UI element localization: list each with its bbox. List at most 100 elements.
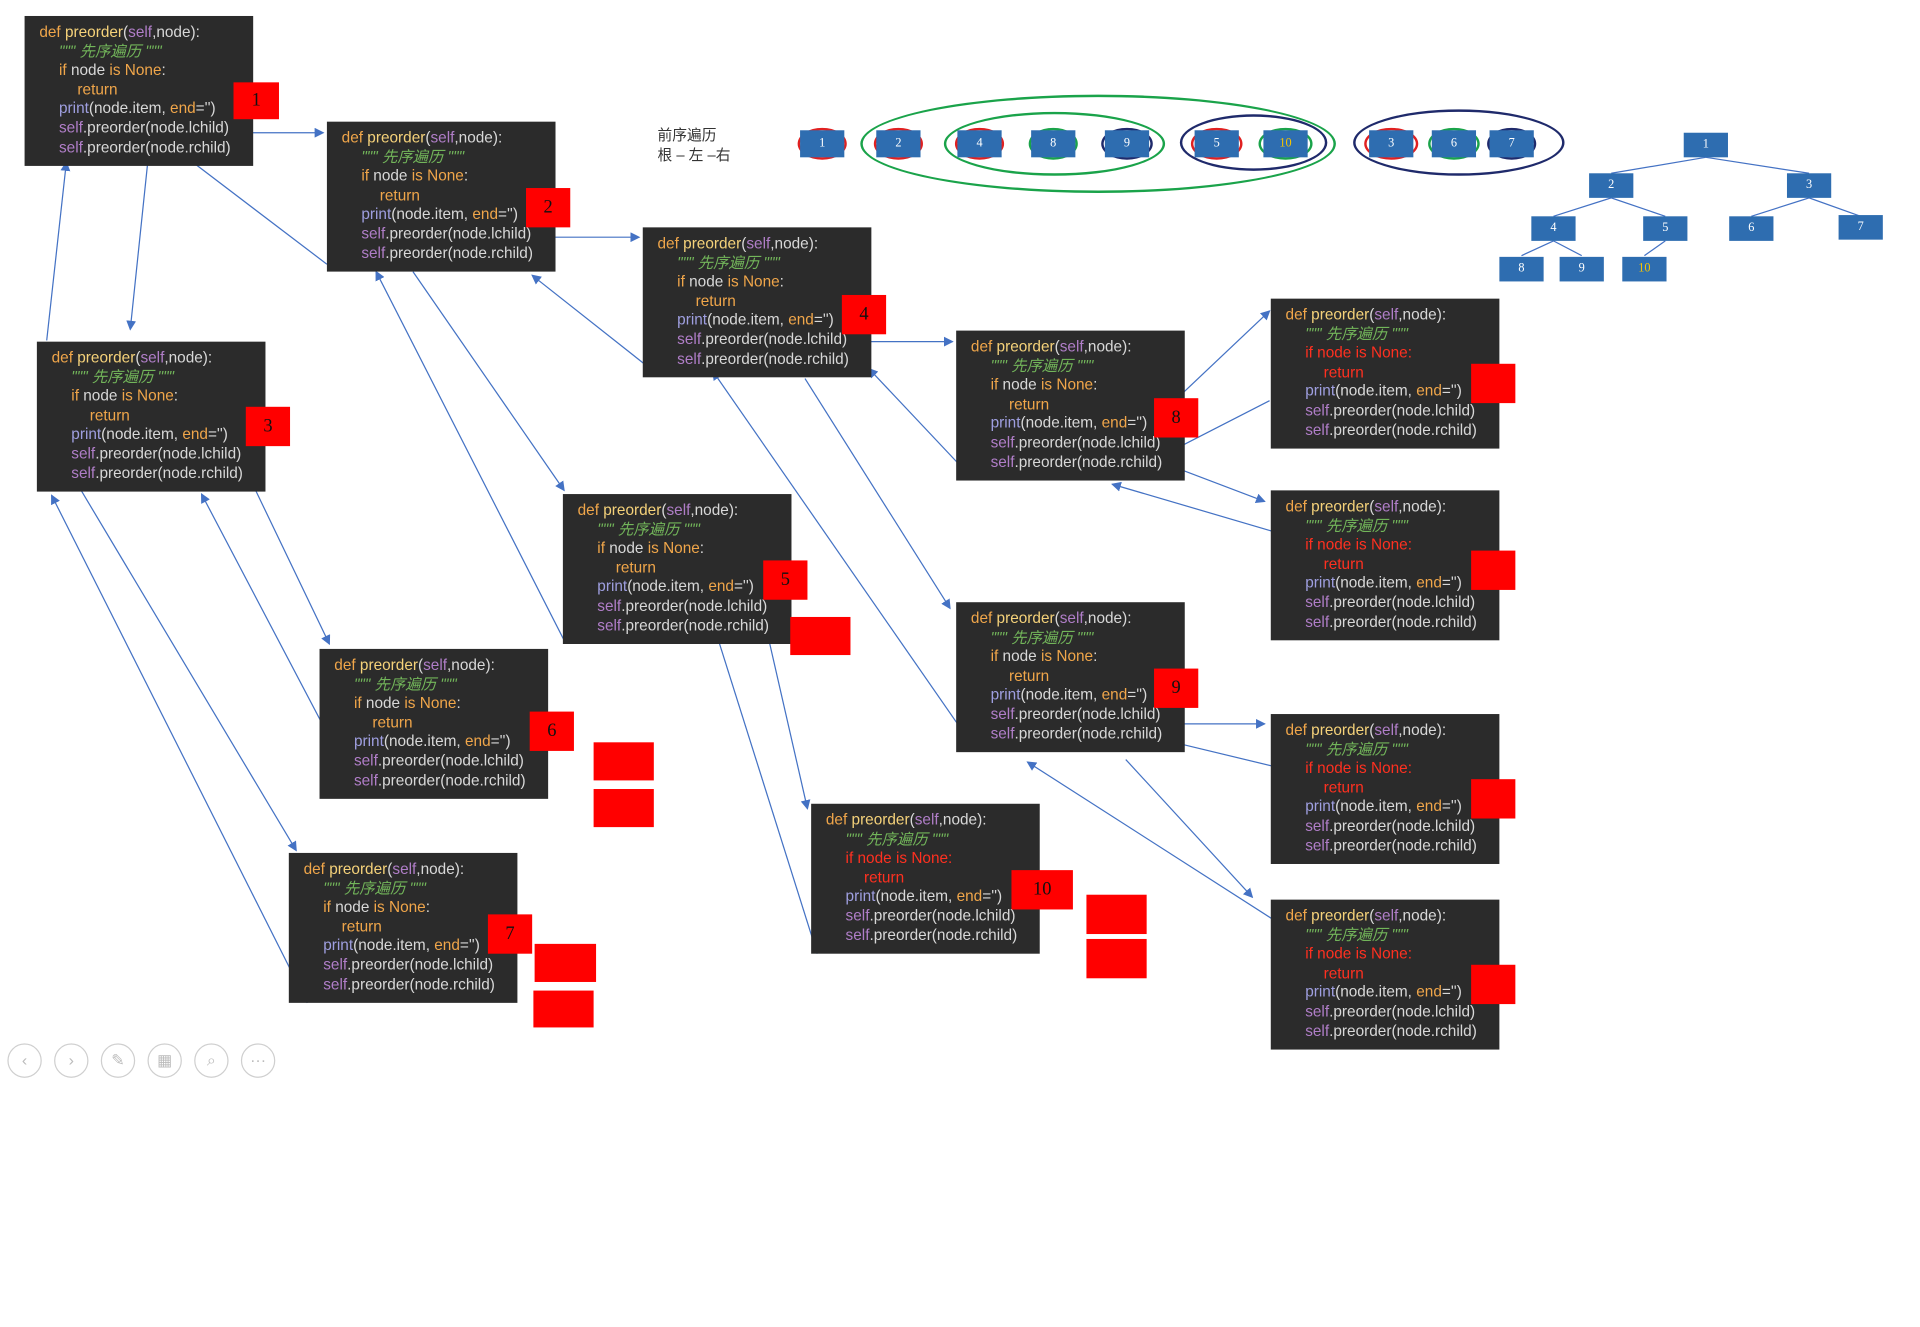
code-token: preorder(node.rchild) bbox=[351, 975, 495, 993]
code-token: end bbox=[708, 578, 734, 596]
code-line-print: print(node.item, end='') bbox=[1286, 984, 1500, 1003]
code-token: ='') bbox=[1127, 686, 1148, 704]
code-token: self bbox=[423, 656, 448, 674]
seq-node: 5 bbox=[1194, 130, 1239, 158]
code-token: . bbox=[1329, 836, 1334, 854]
code-token: . bbox=[1014, 452, 1019, 471]
none-return-marker bbox=[593, 742, 654, 781]
code-token: if bbox=[323, 898, 336, 916]
none-return-marker bbox=[1471, 550, 1516, 590]
code-line-docstring: """ 先序遍历 """ bbox=[1286, 325, 1500, 344]
code-token: preorder bbox=[1311, 306, 1370, 324]
code-token: preorder(node.lchild) bbox=[705, 330, 848, 348]
prev-icon[interactable]: ‹ bbox=[7, 1043, 42, 1078]
code-token: ='') bbox=[1441, 798, 1462, 816]
seq-node: 9 bbox=[1104, 130, 1150, 158]
preorder-call-frame: def preorder(self,node):""" 先序遍历 """if n… bbox=[956, 330, 1185, 481]
call-number-tag: 5 bbox=[763, 560, 808, 600]
code-token: return bbox=[341, 917, 382, 936]
code-token: self bbox=[323, 975, 348, 993]
code-token: self bbox=[1059, 337, 1084, 356]
code-line-return: return bbox=[578, 559, 792, 578]
code-token: ,node): bbox=[1083, 337, 1132, 356]
seq-oval-right-subtree bbox=[1353, 109, 1565, 176]
code-line-print: print(node.item, end='') bbox=[826, 888, 1040, 907]
pen-icon[interactable]: ✎ bbox=[100, 1043, 136, 1078]
code-token: print bbox=[1305, 983, 1336, 1001]
code-token: """ 先序遍历 """ bbox=[845, 830, 949, 848]
seq-node: 10 bbox=[1263, 130, 1308, 158]
code-token: ,node): bbox=[1398, 721, 1447, 739]
code-token: ( bbox=[1054, 609, 1060, 627]
code-token: self bbox=[361, 224, 386, 243]
code-line-return: return bbox=[658, 292, 872, 311]
code-line-def: def preorder(self,node): bbox=[304, 860, 518, 879]
seq-node: 7 bbox=[1489, 130, 1534, 158]
code-token: node bbox=[1317, 759, 1356, 777]
code-token: preorder bbox=[367, 129, 426, 147]
more-icon[interactable]: ··· bbox=[240, 1043, 276, 1078]
code-token: return bbox=[1323, 555, 1364, 573]
code-token: """ 先序遍历 """ bbox=[597, 520, 701, 538]
code-token: . bbox=[377, 771, 383, 789]
code-token: preorder(node.lchild) bbox=[87, 119, 229, 137]
code-token: ,node): bbox=[164, 349, 213, 367]
code-line-print: print(node.item, end='') bbox=[304, 937, 518, 956]
code-token: : bbox=[1407, 945, 1412, 963]
code-token: . bbox=[95, 464, 100, 482]
code-token: return bbox=[615, 558, 656, 577]
code-line-lchild: self.preorder(node.lchild) bbox=[578, 597, 792, 616]
code-token: self bbox=[1059, 609, 1084, 627]
code-token: ='') bbox=[982, 887, 1003, 906]
code-line-return: return bbox=[1286, 964, 1500, 983]
seq-node: 4 bbox=[957, 130, 1002, 158]
code-token: . bbox=[1014, 724, 1019, 742]
code-line-if: if node is None: bbox=[1286, 344, 1500, 363]
code-token: ( bbox=[909, 811, 915, 829]
code-token: self bbox=[990, 433, 1015, 452]
code-token: preorder(node.lchild) bbox=[1333, 817, 1476, 835]
code-token: : bbox=[1407, 344, 1412, 362]
seq-node: 1 bbox=[800, 130, 845, 158]
code-token: """ 先序遍历 """ bbox=[353, 675, 457, 693]
code-token: self bbox=[1305, 612, 1330, 630]
code-token: preorder bbox=[329, 860, 388, 878]
code-token: is bbox=[121, 387, 138, 405]
code-token: node bbox=[70, 61, 110, 79]
code-line-def: def preorder(self,node): bbox=[1286, 721, 1500, 740]
code-token: . bbox=[701, 349, 706, 367]
code-line-if: if node is None: bbox=[1286, 760, 1500, 779]
seq-node: 2 bbox=[876, 130, 921, 158]
code-token: """ 先序遍历 """ bbox=[990, 628, 1094, 646]
code-token: node bbox=[365, 694, 405, 712]
code-token: self bbox=[1374, 306, 1399, 324]
slides-icon[interactable]: ▦ bbox=[147, 1043, 182, 1078]
code-token: """ 先序遍历 """ bbox=[1305, 926, 1408, 944]
code-token: ( bbox=[417, 656, 424, 674]
code-token: preorder(node.rchild) bbox=[1333, 421, 1477, 439]
code-line-rchild: self.preorder(node.rchild) bbox=[1286, 1022, 1500, 1041]
code-token: (node.item, bbox=[353, 936, 435, 955]
code-token: end bbox=[1416, 798, 1442, 816]
code-token: def bbox=[51, 349, 78, 367]
code-token: ( bbox=[387, 860, 393, 878]
code-token: return bbox=[1323, 964, 1364, 982]
code-token: : bbox=[463, 167, 469, 185]
preorder-call-frame: def preorder(self,node):""" 先序遍历 """if n… bbox=[326, 121, 556, 272]
code-token: . bbox=[869, 926, 874, 944]
code-line-return: return bbox=[39, 81, 253, 100]
none-return-marker bbox=[593, 789, 654, 828]
code-token: def bbox=[970, 609, 997, 627]
code-line-rchild: self.preorder(node.rchild) bbox=[304, 975, 518, 994]
none-return-marker bbox=[790, 616, 851, 656]
code-line-def: def preorder(self,node): bbox=[1286, 907, 1500, 926]
code-token: ( bbox=[741, 234, 747, 252]
next-icon[interactable]: › bbox=[54, 1043, 89, 1078]
code-token: end bbox=[788, 311, 814, 329]
code-line-rchild: self.preorder(node.rchild) bbox=[1286, 836, 1500, 855]
code-line-print: print(node.item, end='') bbox=[39, 100, 253, 119]
code-line-if: if node is None: bbox=[971, 376, 1185, 395]
zoom-icon[interactable]: ⌕ bbox=[194, 1043, 229, 1078]
code-token: (node.item, bbox=[1335, 382, 1417, 400]
code-token: . bbox=[385, 244, 390, 262]
